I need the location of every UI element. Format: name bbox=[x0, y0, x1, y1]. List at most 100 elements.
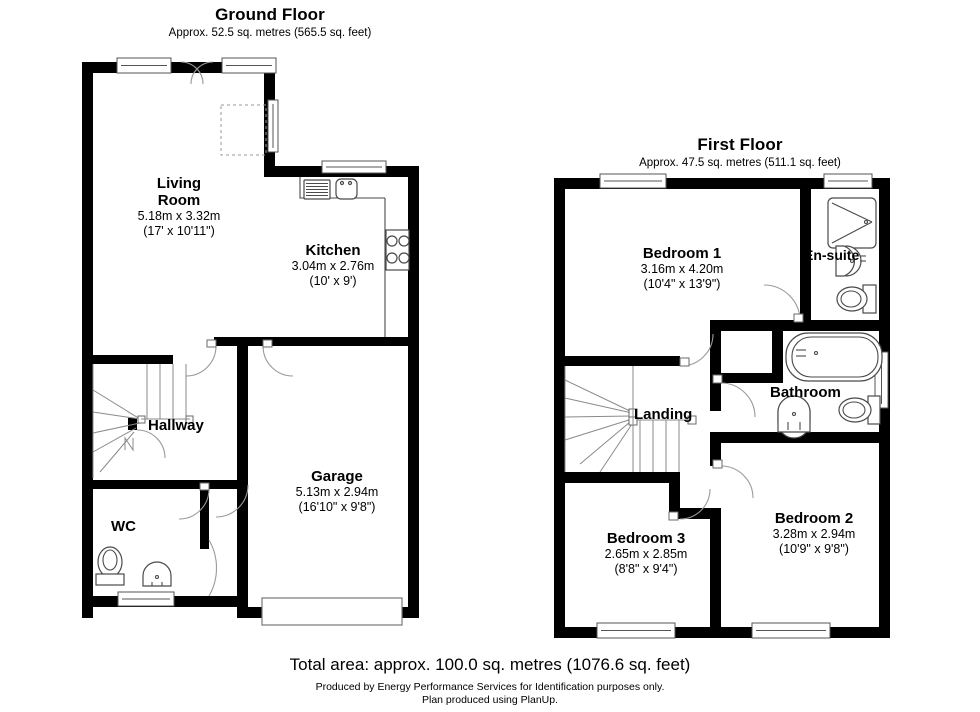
wash-basin-icon-ensuite bbox=[835, 245, 866, 277]
door-arc-wc bbox=[178, 488, 210, 520]
credit-line-1: Produced by Energy Performance Services … bbox=[315, 681, 665, 693]
wall-hall-top-right bbox=[214, 337, 276, 346]
wall-bed3-right-jog bbox=[669, 472, 680, 519]
room-label-garage: Garage 5.13m x 2.94m (16'10" x 9'8") bbox=[272, 468, 402, 515]
wall-bed3-bed2-divider bbox=[710, 508, 721, 638]
door-arc-bedroom3 bbox=[679, 488, 711, 520]
kitchen-counter-top bbox=[299, 177, 385, 199]
window-bedroom3 bbox=[596, 622, 676, 639]
window-ensuite bbox=[823, 173, 873, 189]
wall-bed3-top bbox=[565, 472, 680, 483]
room-dim-garage-imperial: (16'10" x 9'8") bbox=[298, 500, 376, 514]
first-floor-title: First Floor bbox=[697, 135, 783, 154]
sink-icon bbox=[303, 178, 358, 200]
room-dim-kitchen-metric: 3.04m x 2.76m bbox=[291, 259, 375, 273]
window-kitchen-top bbox=[321, 160, 387, 174]
wall-garage-step bbox=[200, 596, 248, 607]
wall-bathroom-inner-right bbox=[772, 320, 783, 382]
room-dim-garage-metric: 5.13m x 2.94m bbox=[295, 485, 379, 499]
room-label-bedroom-3: Bedroom 3 2.65m x 2.85m (8'8" x 9'4") bbox=[580, 530, 712, 577]
window-living-right bbox=[221, 57, 277, 74]
ground-floor-subtitle: Approx. 52.5 sq. metres (565.5 sq. feet) bbox=[168, 27, 372, 39]
wall-bathroom-bottom bbox=[721, 432, 890, 443]
window-wc bbox=[117, 591, 175, 607]
ground-floor-title: Ground Floor bbox=[215, 5, 325, 24]
wall-ff-bottom-exterior bbox=[554, 627, 890, 638]
wash-basin-icon-wc bbox=[142, 561, 172, 587]
room-dim-bedroom-1-metric: 3.16m x 4.20m bbox=[640, 262, 724, 276]
room-name-living-room-line2: Room bbox=[157, 192, 201, 209]
staircase-first bbox=[564, 366, 697, 473]
window-bedroom2 bbox=[751, 622, 831, 639]
room-label-bedroom-1: Bedroom 1 3.16m x 4.20m (10'4" x 13'9") bbox=[616, 245, 748, 292]
window-living-left bbox=[116, 57, 172, 74]
door-arc-kitchen bbox=[262, 345, 294, 377]
window-bedroom1 bbox=[599, 173, 667, 189]
room-name-landing: Landing bbox=[634, 406, 693, 423]
wall-right-exterior bbox=[408, 166, 419, 618]
first-floor-subtitle: Approx. 47.5 sq. metres (511.1 sq. feet) bbox=[639, 157, 841, 169]
room-name-wc: WC bbox=[111, 518, 136, 535]
total-area-text: Total area: approx. 100.0 sq. metres (10… bbox=[289, 655, 691, 674]
room-label-en-suite: En-suite bbox=[804, 247, 880, 264]
wash-basin-icon-bathroom bbox=[777, 395, 811, 439]
dashed-feature-box bbox=[220, 104, 267, 156]
wall-bathroom-bottom-left bbox=[721, 373, 783, 383]
wall-garage-left-upper bbox=[237, 372, 248, 485]
wall-ensuite-bathroom bbox=[710, 320, 890, 331]
bathtub-icon bbox=[785, 332, 883, 382]
room-label-landing: Landing bbox=[634, 406, 718, 423]
shower-tray-icon bbox=[827, 197, 877, 249]
room-dim-living-room-metric: 5.18m x 3.32m bbox=[137, 209, 221, 223]
door-arc-garage bbox=[215, 484, 249, 518]
first-floor-plan bbox=[540, 0, 980, 660]
room-name-hallway: Hallway bbox=[148, 417, 204, 434]
wall-nub-stair bbox=[128, 418, 137, 430]
room-label-living-room: Living Room 5.18m x 3.32m (17' x 10'11") bbox=[114, 175, 244, 239]
wall-landing-right-lower bbox=[710, 432, 721, 466]
credit-line-2: Plan produced using PlanUp. bbox=[421, 694, 558, 706]
hob-icon bbox=[385, 229, 410, 271]
room-name-bathroom: Bathroom bbox=[770, 384, 841, 401]
door-arc-front-left bbox=[180, 61, 204, 85]
room-dim-bedroom-3-imperial: (8'8" x 9'4") bbox=[614, 562, 678, 576]
room-label-bathroom: Bathroom bbox=[770, 384, 870, 401]
room-name-bedroom-2: Bedroom 2 bbox=[774, 510, 854, 527]
room-label-wc: WC bbox=[111, 518, 161, 535]
wall-ff-left-exterior bbox=[554, 178, 565, 638]
door-arc-front-right bbox=[190, 61, 214, 85]
room-name-living-room-line1: Living bbox=[156, 175, 202, 192]
window-living-side bbox=[267, 99, 279, 153]
wall-hall-garage-vert bbox=[237, 346, 248, 372]
room-label-bedroom-2: Bedroom 2 3.28m x 2.94m (10'9" x 9'8") bbox=[748, 510, 880, 557]
room-name-garage: Garage bbox=[311, 468, 363, 485]
room-dim-kitchen-imperial: (10' x 9') bbox=[309, 274, 357, 288]
room-name-bedroom-3: Bedroom 3 bbox=[606, 530, 686, 547]
room-dim-bedroom-2-metric: 3.28m x 2.94m bbox=[772, 527, 856, 541]
wall-left-exterior bbox=[82, 62, 93, 618]
room-dim-bedroom-3-metric: 2.65m x 2.85m bbox=[604, 547, 688, 561]
wall-wc-right bbox=[200, 489, 209, 549]
wall-bed3-right-jog2 bbox=[669, 508, 721, 519]
door-arc-hall-side bbox=[208, 539, 218, 597]
garage-door-icon bbox=[261, 597, 403, 626]
room-label-hallway: Hallway bbox=[148, 417, 232, 434]
door-arc-bathroom bbox=[720, 382, 756, 418]
wall-garage-left-lower bbox=[237, 485, 248, 618]
wall-ff-top-exterior bbox=[554, 178, 890, 189]
wall-kitchen-bottom bbox=[264, 337, 419, 346]
room-dim-bedroom-2-imperial: (10'9" x 9'8") bbox=[779, 542, 849, 556]
door-arc-bedroom2 bbox=[720, 465, 754, 499]
door-arc-hall-understair bbox=[136, 429, 166, 459]
wall-bed1-ensuite bbox=[800, 189, 811, 320]
room-name-kitchen: Kitchen bbox=[305, 242, 361, 259]
ground-floor-plan bbox=[0, 0, 470, 660]
wall-top-living bbox=[82, 62, 275, 73]
toilet-icon-bathroom bbox=[838, 395, 881, 425]
room-dim-bedroom-1-imperial: (10'4" x 13'9") bbox=[643, 277, 721, 291]
wall-living-hall-divider bbox=[93, 355, 173, 364]
wall-bathroom-left bbox=[710, 320, 721, 382]
door-arc-living-hall bbox=[185, 345, 217, 377]
wall-nub-a bbox=[93, 355, 103, 364]
